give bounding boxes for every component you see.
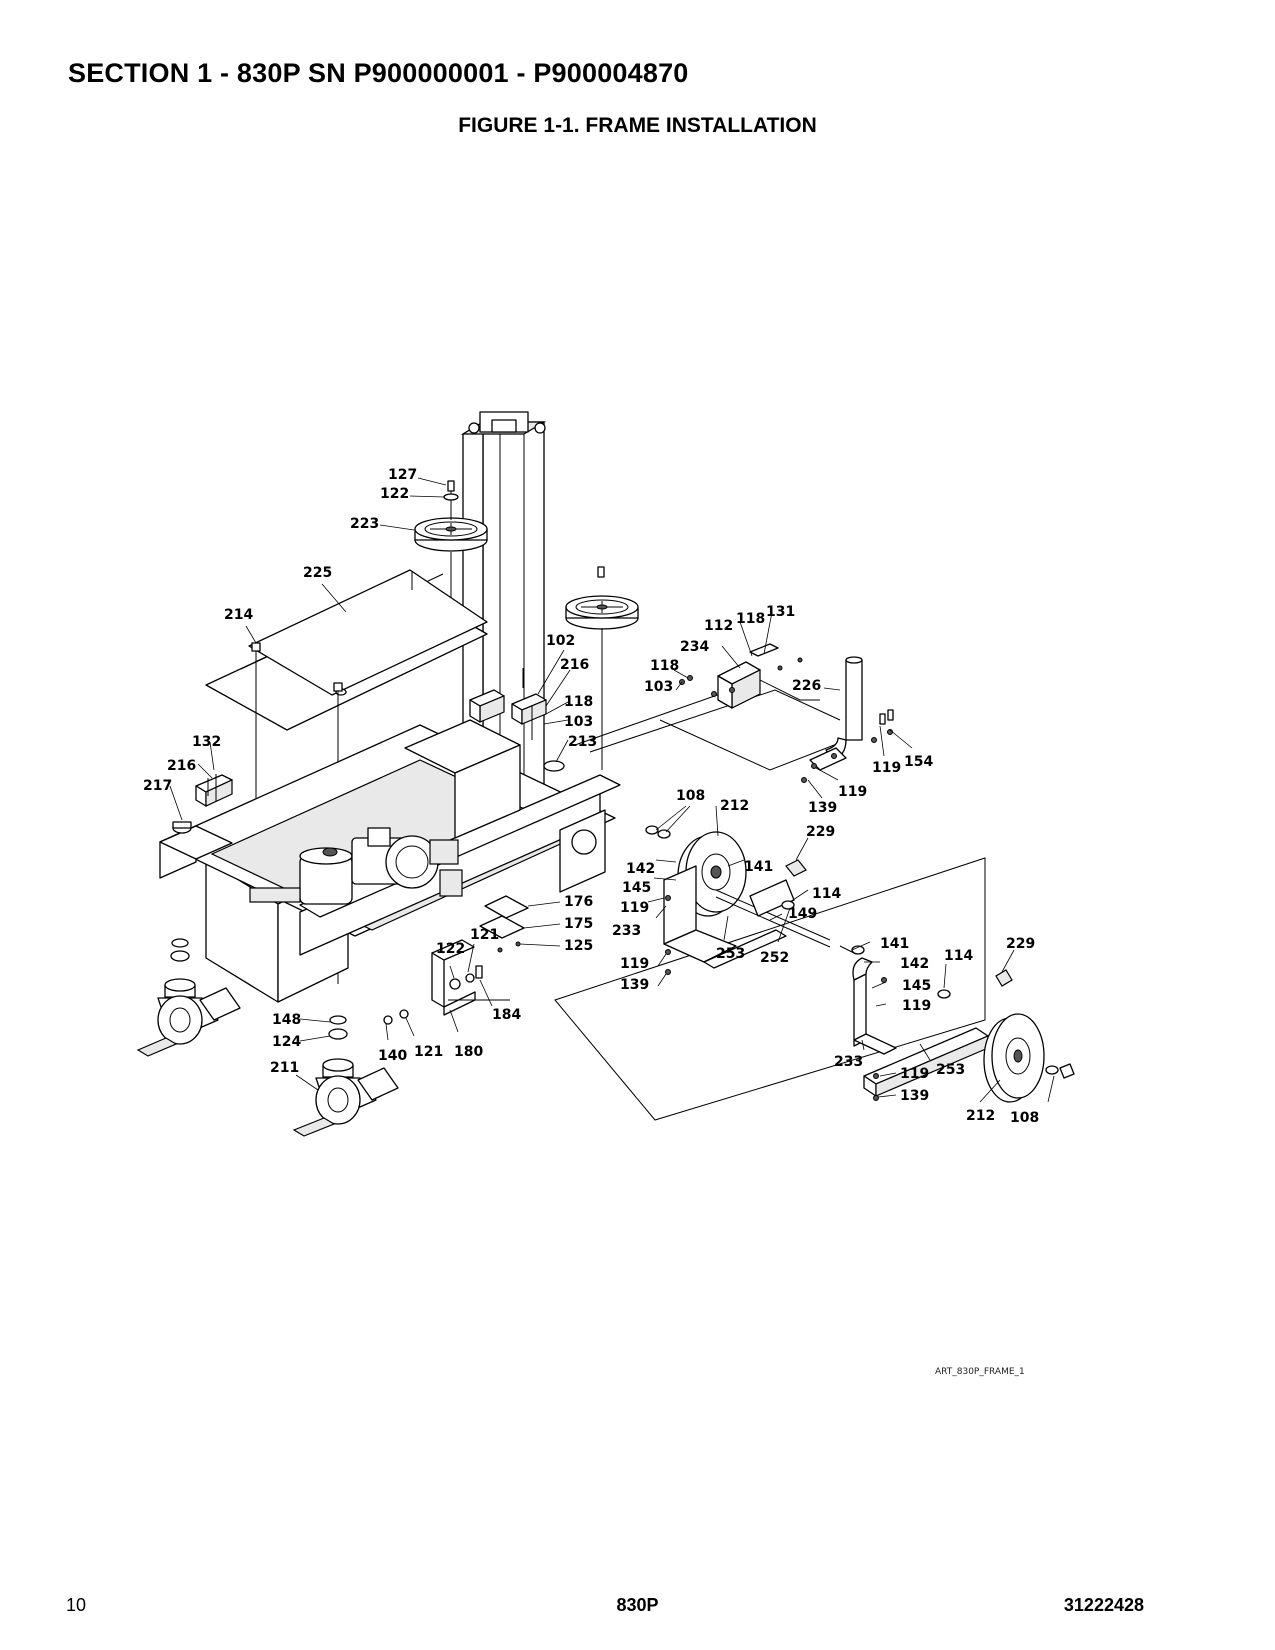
callout-176: 176 <box>564 894 593 910</box>
pulley-223 <box>414 489 488 640</box>
callout-108: 108 <box>1010 1110 1039 1126</box>
callout-119: 119 <box>620 956 649 972</box>
callout-112: 112 <box>704 618 733 634</box>
art-code: ART_830P_FRAME_1 <box>935 1367 1025 1377</box>
callout-216: 216 <box>560 657 589 673</box>
callout-118: 118 <box>650 658 679 674</box>
callout-118: 118 <box>564 694 593 710</box>
callout-180: 180 <box>454 1044 483 1060</box>
callout-226: 226 <box>792 678 821 694</box>
callout-127: 127 <box>388 467 417 483</box>
callout-108: 108 <box>676 788 705 804</box>
caster-front-211 <box>292 1015 399 1137</box>
callout-211: 211 <box>270 1060 299 1076</box>
callout-118: 118 <box>736 611 765 627</box>
base-frame <box>159 668 861 1003</box>
footer-model: 830P <box>616 1595 659 1615</box>
callout-175: 175 <box>564 916 593 932</box>
document-number: 31222428 <box>1063 1595 1144 1615</box>
wheel-assembly-upper <box>554 825 986 1121</box>
callout-252: 252 <box>760 950 789 966</box>
figure-title: FIGURE 1-1. FRAME INSTALLATION <box>458 114 817 137</box>
pulley-front <box>565 566 639 770</box>
callout-253: 253 <box>716 946 745 962</box>
callout-119: 119 <box>902 998 931 1014</box>
callout-216: 216 <box>167 758 196 774</box>
callout-139: 139 <box>808 800 837 816</box>
callout-223: 223 <box>350 516 379 532</box>
callout-119: 119 <box>620 900 649 916</box>
callout-139: 139 <box>620 977 649 993</box>
callout-217: 217 <box>143 778 172 794</box>
callout-122: 122 <box>436 941 465 957</box>
callout-149: 149 <box>788 906 817 922</box>
callout-154: 154 <box>904 754 933 770</box>
callout-212: 212 <box>966 1108 995 1124</box>
page-number: 10 <box>66 1595 87 1615</box>
plates-175-176 <box>479 895 529 953</box>
section-title: SECTION 1 - 830P SN P900000001 - P900004… <box>68 58 689 88</box>
callout-103: 103 <box>644 679 673 695</box>
bolt-127 <box>443 480 459 501</box>
callout-102: 102 <box>546 633 575 649</box>
callout-253: 253 <box>936 1062 965 1078</box>
callout-145: 145 <box>622 880 651 896</box>
bracket-180 <box>431 939 510 1016</box>
callout-212: 212 <box>720 798 749 814</box>
callout-184: 184 <box>492 1007 521 1023</box>
callout-214: 214 <box>224 607 253 623</box>
callout-125: 125 <box>564 938 593 954</box>
small-hardware <box>383 965 483 1025</box>
callout-213: 213 <box>568 734 597 750</box>
callout-131: 131 <box>766 604 795 620</box>
callout-141: 141 <box>744 859 773 875</box>
callout-142: 142 <box>900 956 929 972</box>
leader-lines <box>169 477 1055 1103</box>
callout-233: 233 <box>834 1054 863 1070</box>
callout-142: 142 <box>626 861 655 877</box>
callout-119: 119 <box>900 1066 929 1082</box>
callout-114: 114 <box>812 886 841 902</box>
bracket-234 <box>679 643 803 709</box>
callout-148: 148 <box>272 1012 301 1028</box>
callout-141: 141 <box>880 936 909 952</box>
callout-225: 225 <box>303 565 332 581</box>
callout-121: 121 <box>414 1044 443 1060</box>
callout-119: 119 <box>872 760 901 776</box>
callout-229: 229 <box>1006 936 1035 952</box>
callout-121: 121 <box>470 927 499 943</box>
handle-tube-226 <box>801 656 894 783</box>
callout-234: 234 <box>680 639 709 655</box>
callout-132: 132 <box>192 734 221 750</box>
cover-plate-225 <box>205 569 488 731</box>
callout-139: 139 <box>900 1088 929 1104</box>
callout-122: 122 <box>380 486 409 502</box>
callout-140: 140 <box>378 1048 407 1064</box>
callout-124: 124 <box>272 1034 301 1050</box>
callout-145: 145 <box>902 978 931 994</box>
callout-103: 103 <box>564 714 593 730</box>
callout-229: 229 <box>806 824 835 840</box>
callout-114: 114 <box>944 948 973 964</box>
caster-rear-211 <box>136 938 241 1057</box>
callout-119: 119 <box>838 784 867 800</box>
callout-233: 233 <box>612 923 641 939</box>
wheel-assembly-lower <box>839 945 1075 1103</box>
callout-labels: 127 122 223 225 214 102 216 118 103 213 … <box>143 467 1039 1126</box>
